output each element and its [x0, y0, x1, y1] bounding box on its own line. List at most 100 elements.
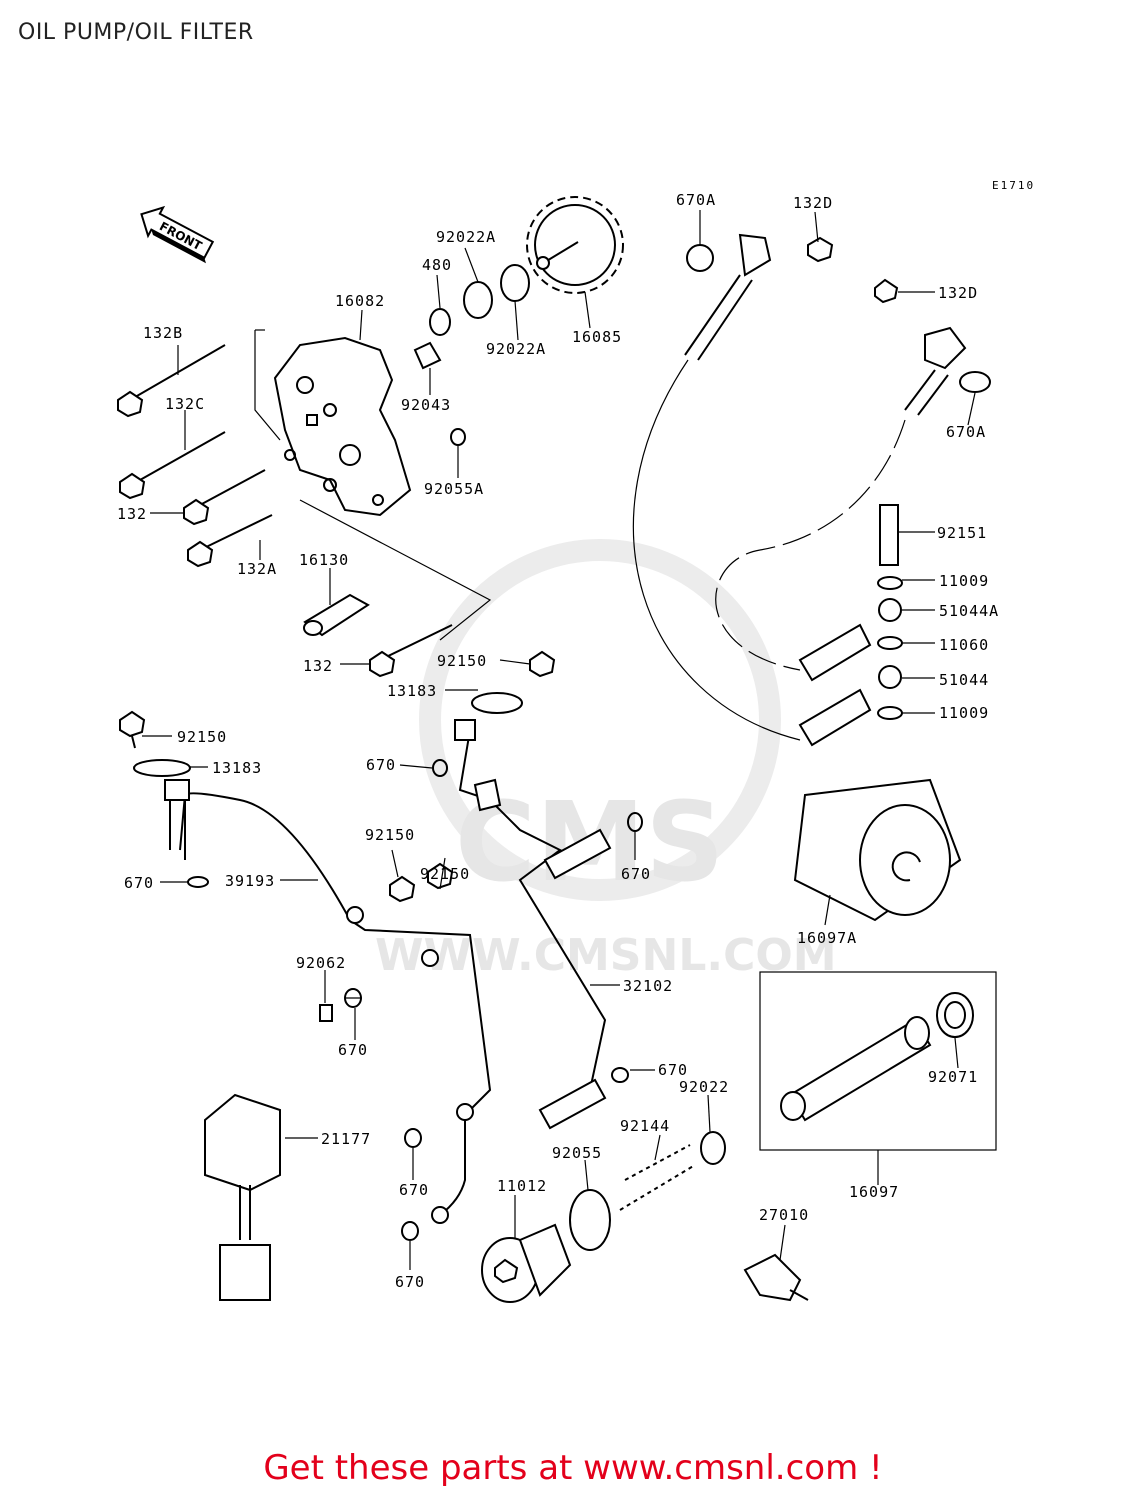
- leader-lines: [142, 210, 976, 1270]
- hose-upper-assembly: [632, 233, 991, 741]
- label-21177: 21177: [321, 1130, 371, 1148]
- label-132b: 132B: [143, 324, 183, 342]
- bolt-132d-right: [874, 278, 899, 304]
- washer-92022: [700, 1131, 726, 1165]
- label-132d-right: 132D: [938, 284, 978, 302]
- washer-11060: [877, 636, 903, 650]
- label-92055: 92055: [552, 1144, 602, 1162]
- label-92022a-top: 92022A: [436, 228, 496, 246]
- oil-pump-16082: [273, 336, 412, 517]
- footer-link[interactable]: Get these parts at www.cmsnl.com !: [263, 1448, 883, 1488]
- label-11012: 11012: [497, 1177, 547, 1195]
- label-670-f: 670: [399, 1181, 429, 1199]
- label-13183-a: 13183: [387, 682, 437, 700]
- dowel-16130: [303, 593, 370, 637]
- diagram-title: OIL PUMP/OIL FILTER: [18, 20, 254, 45]
- label-670-a: 670: [366, 756, 396, 774]
- label-92150-b: 92150: [177, 728, 227, 746]
- oring-670-e: [611, 1067, 629, 1083]
- label-16082: 16082: [335, 292, 385, 310]
- oil-filter-16097a: [793, 778, 962, 922]
- oring-670-f: [404, 1128, 422, 1148]
- plate-13183-a: [471, 692, 523, 714]
- oring-670-c: [187, 876, 209, 888]
- part-labels: 670A 132D 132D 670A 92022A 480 16082 920…: [117, 191, 999, 1291]
- oring-670a-top: [686, 244, 714, 272]
- label-132-b: 132: [303, 657, 333, 675]
- label-11009-top: 11009: [939, 572, 989, 590]
- label-16130: 16130: [299, 551, 349, 569]
- bolt-132-a: [183, 469, 266, 526]
- label-51044: 51044: [939, 671, 989, 689]
- plug-92062: [319, 1004, 333, 1022]
- label-132-a: 132: [117, 505, 147, 523]
- label-92144: 92144: [620, 1117, 670, 1135]
- oil-pipe-32102: [454, 719, 612, 1130]
- label-670-d: 670: [338, 1041, 368, 1059]
- bolt-132d-top: [807, 236, 834, 263]
- oring-670a-right: [959, 371, 991, 393]
- label-11060: 11060: [939, 636, 989, 654]
- label-92150-a: 92150: [437, 652, 487, 670]
- label-39193: 39193: [225, 872, 275, 890]
- label-670-g: 670: [395, 1273, 425, 1291]
- spring-92144: [619, 1144, 696, 1211]
- oring-92055: [569, 1189, 611, 1251]
- label-92071: 92071: [928, 1068, 978, 1086]
- banjo-51044a: [878, 598, 902, 622]
- label-27010: 27010: [759, 1206, 809, 1224]
- circlip-480: [429, 308, 451, 336]
- label-670-c: 670: [124, 874, 154, 892]
- label-670a-right: 670A: [946, 423, 986, 441]
- gear-16085: [526, 196, 624, 294]
- bolt-92150-d: [427, 862, 454, 890]
- label-132d-top: 132D: [793, 194, 833, 212]
- bolt-132-b: [369, 624, 453, 678]
- parts-diagram: CMS WWW.CMSNL.COM E1710 FRONT: [117, 179, 1035, 1303]
- washer-11009-top: [877, 576, 903, 590]
- oil-pressure-switch-21177: [204, 1093, 281, 1301]
- banjo-assembly: [798, 504, 903, 747]
- label-92150-c: 92150: [365, 826, 415, 844]
- bolt-132c: [119, 431, 226, 500]
- oring-670-a: [432, 759, 448, 777]
- front-arrow-icon: FRONT: [140, 205, 215, 264]
- label-51044a: 51044A: [939, 602, 999, 620]
- filter-element-box-16097: [759, 971, 997, 1151]
- watermark-url: WWW.CMSNL.COM: [375, 930, 837, 981]
- label-480: 480: [422, 256, 452, 274]
- oring-92055a: [450, 428, 466, 446]
- bolt-92150-b: [119, 710, 146, 738]
- label-132c: 132C: [165, 395, 205, 413]
- label-92055a: 92055A: [424, 480, 484, 498]
- label-132a: 132A: [237, 560, 277, 578]
- label-670a-top: 670A: [676, 191, 716, 209]
- bolt-92150-c: [389, 875, 416, 903]
- label-92150-d: 92150: [420, 865, 470, 883]
- bolt-92150-a: [529, 650, 556, 678]
- label-92062: 92062: [296, 954, 346, 972]
- plug-11012: [481, 1223, 572, 1303]
- diagram-code: E1710: [992, 179, 1035, 192]
- plate-13183-b: [133, 759, 191, 777]
- washer-11009-bottom: [877, 706, 903, 720]
- label-670-b: 670: [621, 865, 651, 883]
- label-11009-bottom: 11009: [939, 704, 989, 722]
- label-16085: 16085: [572, 328, 622, 346]
- label-92022a-bottom: 92022A: [486, 340, 546, 358]
- label-92022: 92022: [679, 1078, 729, 1096]
- washer-92022a-b: [500, 264, 530, 302]
- bolt-132a: [187, 514, 273, 568]
- oil-pipe-39193: [164, 779, 492, 1224]
- oil-pressure-sender-27010: [743, 1253, 809, 1302]
- pin-92043: [413, 341, 442, 370]
- label-32102: 32102: [623, 977, 673, 995]
- washer-92022a-a: [463, 281, 493, 319]
- oring-670-b: [627, 812, 643, 832]
- oring-92071: [936, 992, 974, 1038]
- label-16097a: 16097A: [797, 929, 857, 947]
- label-670-e: 670: [658, 1061, 688, 1079]
- watermark: CMS WWW.CMSNL.COM: [375, 539, 837, 981]
- label-13183-b: 13183: [212, 759, 262, 777]
- oring-670-g: [401, 1221, 419, 1241]
